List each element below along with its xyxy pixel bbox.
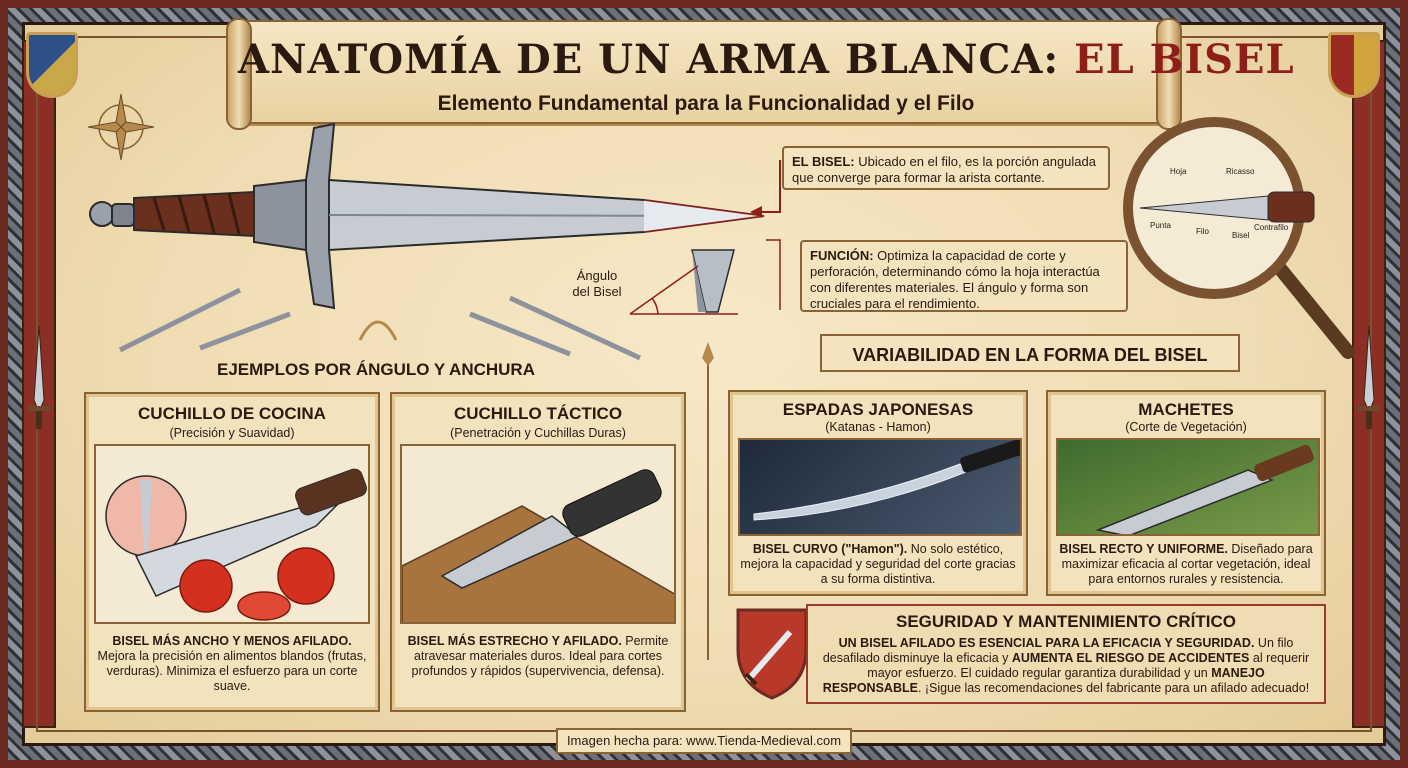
heraldic-shield-left-icon <box>26 32 78 98</box>
page-title: ANATOMÍA DE UN ARMA BLANCA: EL BISEL <box>238 36 1295 83</box>
callout-leader-lines <box>750 160 781 310</box>
card-japanese-swords: ESPADAS JAPONESAS (Katanas - Hamon) BISE… <box>728 390 1028 596</box>
examples-heading: EJEMPLOS POR ÁNGULO Y ANCHURA <box>216 360 535 379</box>
safety-text: UN BISEL AFILADO ES ESENCIAL PARA LA EFI… <box>822 636 1310 695</box>
safety-heading: SEGURIDAD Y MANTENIMIENTO CRÍTICO <box>895 612 1237 631</box>
compass-rose-icon <box>87 93 155 161</box>
page-subtitle: Elemento Fundamental para la Funcionalid… <box>437 92 975 115</box>
left-dagger-icon <box>28 325 50 429</box>
machete-illustration <box>1056 438 1320 536</box>
mag-label-ricasso: Ricasso <box>1226 167 1255 176</box>
right-dagger-icon <box>1358 325 1380 429</box>
card-title: CUCHILLO DE COCINA <box>138 404 326 423</box>
tactical-knife-illustration <box>400 444 676 624</box>
magnifying-glass-illustration <box>1123 117 1355 359</box>
safety-shield-icon <box>736 608 808 700</box>
kitchen-knife-illustration <box>94 444 370 624</box>
scroll-roll-left <box>226 18 252 130</box>
center-divider <box>702 342 714 660</box>
card-subtitle: (Precisión y Suavidad) <box>169 426 295 440</box>
katana-illustration <box>738 438 1022 536</box>
card-title: ESPADAS JAPONESAS <box>782 400 974 419</box>
card-title: MACHETES <box>1138 400 1234 419</box>
mag-label-hoja: Hoja <box>1170 167 1187 176</box>
mag-label-contrafilo: Contrafilo <box>1254 223 1289 232</box>
callout-bisel: EL BISEL: Ubicado en el filo, es la porc… <box>782 146 1110 190</box>
card-subtitle: (Katanas - Hamon) <box>825 420 931 434</box>
card-subtitle: (Corte de Vegetación) <box>1125 420 1247 434</box>
mag-label-bisel: Bisel <box>1232 231 1250 240</box>
card-description: BISEL CURVO ("Hamon"). No solo estético,… <box>740 542 1016 586</box>
safety-panel: SEGURIDAD Y MANTENIMIENTO CRÍTICO UN BIS… <box>806 604 1326 704</box>
card-description: BISEL MÁS ESTRECHO Y AFILADO. Permite at… <box>407 634 669 678</box>
angle-indicator <box>629 265 738 315</box>
card-kitchen-knife: CUCHILLO DE COCINA (Precisión y Suavidad… <box>84 392 380 712</box>
footer-credit: Imagen hecha para: www.Tienda-Medieval.c… <box>556 728 852 754</box>
variability-heading: VARIABILIDAD EN LA FORMA DEL BISEL <box>820 334 1240 372</box>
title-banner: ANATOMÍA DE UN ARMA BLANCA: EL BISEL Ele… <box>226 18 1295 130</box>
card-title: CUCHILLO TÁCTICO <box>453 404 623 423</box>
card-machetes: MACHETES (Corte de Vegetación) BISEL REC… <box>1046 390 1326 596</box>
mag-label-punta: Punta <box>1150 221 1171 230</box>
card-description: BISEL MÁS ANCHO Y MENOS AFILADO. Mejora … <box>97 634 367 693</box>
main-sword-illustration <box>89 122 765 310</box>
card-description: BISEL RECTO Y UNIFORME. Diseñado para ma… <box>1059 542 1313 586</box>
small-swords-row <box>118 287 642 361</box>
mag-label-filo: Filo <box>1196 227 1209 236</box>
heraldic-shield-right-icon <box>1328 32 1380 98</box>
card-subtitle: (Penetración y Cuchillas Duras) <box>450 426 626 440</box>
card-tactical-knife: CUCHILLO TÁCTICO (Penetración y Cuchilla… <box>390 392 686 712</box>
bevel-cross-section <box>691 249 735 313</box>
callout-funcion: FUNCIÓN: Optimiza la capacidad de corte … <box>800 240 1128 312</box>
